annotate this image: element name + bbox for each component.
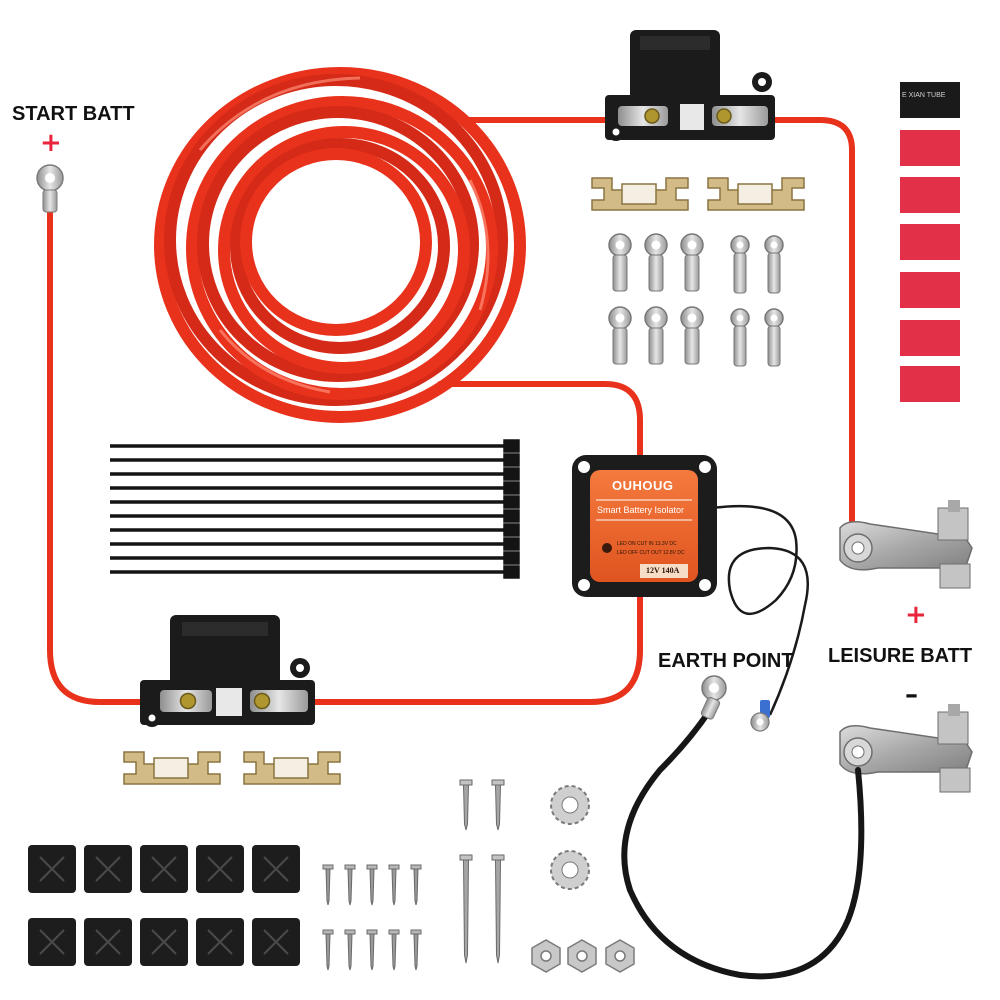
leisure-plus-sign: + [905, 600, 927, 630]
earth-point-label: EARTH POINT [658, 650, 794, 672]
long-screws [459, 779, 505, 964]
spare-fuses-top [591, 177, 805, 211]
isolator-sense-wire [711, 504, 810, 716]
start-batt-label: START BATT [12, 103, 135, 125]
top-fuse-holder [605, 30, 775, 141]
isolator-brand: OUHOUG [612, 478, 674, 493]
leisure-batt-label: LEISURE BATT [828, 645, 973, 667]
hex-nuts [531, 939, 635, 973]
ring-terminals-row-1 [608, 233, 784, 294]
red-cable-isolator-to-coil [437, 381, 643, 463]
leisure-minus-sign: – [905, 680, 918, 710]
red-cable-fuse-to-isolator [297, 587, 643, 705]
isolator-rating: 12V 140A [646, 566, 680, 575]
start-battery-ring-terminal [36, 164, 64, 213]
earth-point-ring-terminal [700, 675, 727, 720]
bottom-fuse-holder [140, 615, 315, 727]
start-plus-sign: + [40, 128, 62, 158]
red-cable-top-fuse-to-leisure [757, 117, 855, 543]
isolator-line-1: LED ON CUT IN 13.3V DC [617, 541, 677, 547]
leisure-positive-clamp [839, 500, 973, 589]
red-cable-start-to-fuse [47, 197, 163, 705]
heat-shrink-print: E XIAN TUBE [902, 92, 946, 99]
black-earth-cable [621, 707, 865, 980]
star-lock-washers [550, 785, 590, 890]
coil-highlight [198, 76, 490, 394]
cable-ties [110, 439, 520, 579]
red-cable-coil [154, 67, 526, 423]
leisure-negative-clamp [839, 704, 973, 793]
heat-shrink-tubes [900, 82, 960, 402]
isolator-title: Smart Battery Isolator [597, 505, 685, 515]
small-screws [322, 864, 422, 971]
mounting-base-details [39, 856, 289, 955]
earth-ring-terminal [750, 700, 770, 732]
isolator-line-2: LED OFF CUT OUT 12.8V DC [617, 550, 685, 556]
smart-battery-isolator [572, 455, 717, 597]
mounting-bases [28, 845, 300, 966]
ring-terminals-row-2 [608, 306, 784, 367]
spare-fuses-bottom [123, 751, 341, 785]
